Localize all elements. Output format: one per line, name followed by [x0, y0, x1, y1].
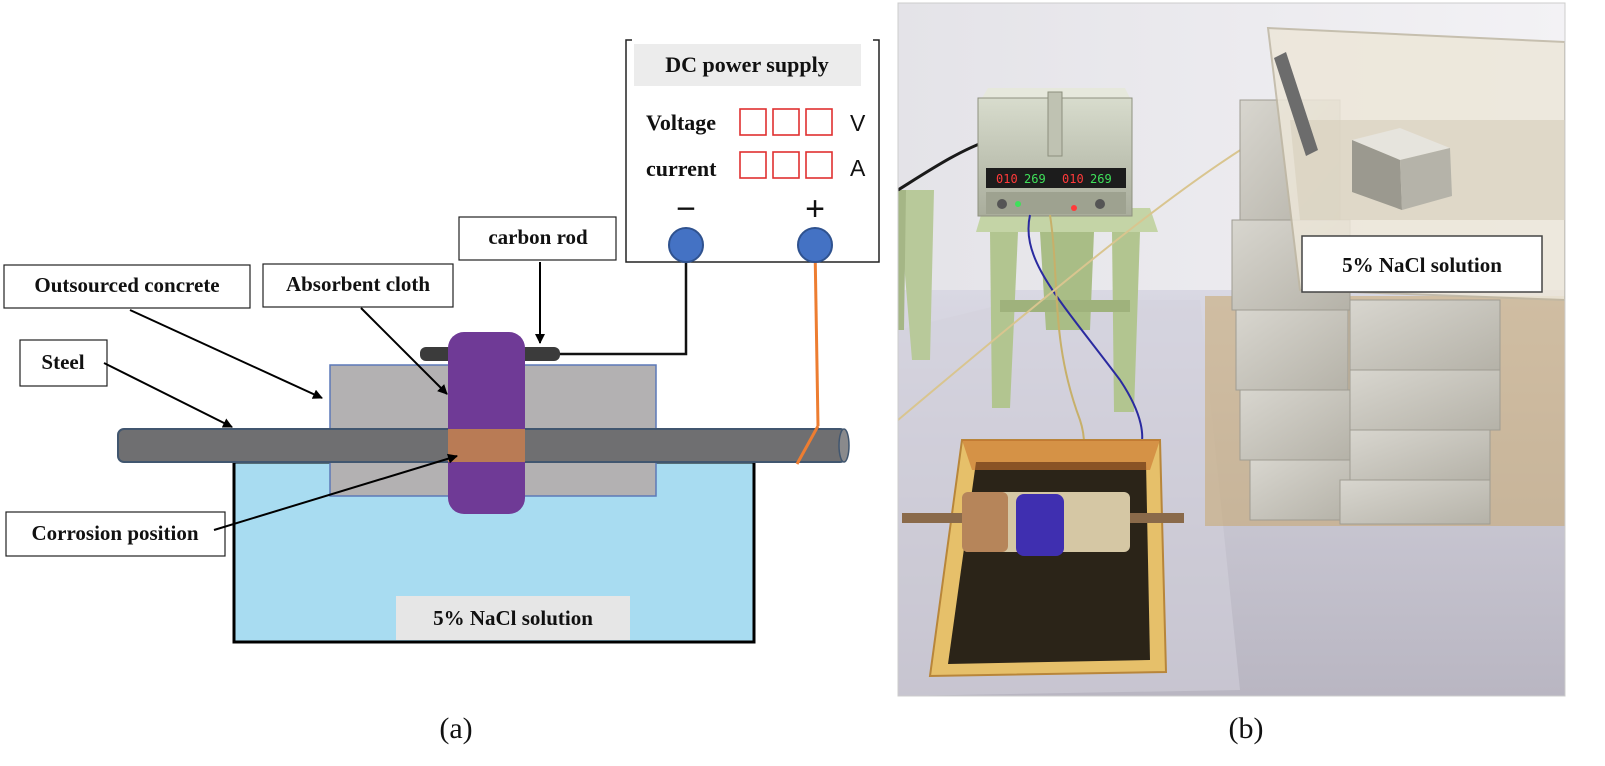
photo-frame: [897, 2, 1566, 697]
orange-tray: [902, 439, 1184, 678]
supply-led-red: [1071, 205, 1077, 211]
supply-knob-1: [997, 199, 1007, 209]
supply-control-panel: [986, 192, 1126, 214]
photo-solution-label: 5% NaCl solution: [1342, 253, 1502, 277]
voltage-digit-2: [772, 108, 800, 136]
steel-bar-end: [838, 428, 850, 463]
positive-wire: [813, 245, 820, 427]
steel-probe: [1274, 52, 1318, 156]
power-supply-title: DC power supply: [665, 52, 828, 77]
solution-label-box: [396, 596, 630, 640]
positive-symbol: +: [805, 190, 825, 228]
absorbent-cloth: [448, 332, 525, 514]
brick-3: [1235, 309, 1349, 391]
supply-reading-2: 269: [1024, 172, 1046, 186]
stool-leg-left: [990, 232, 1018, 408]
brick-4: [1349, 299, 1501, 371]
voltage-unit: V: [850, 110, 866, 136]
corrosion-band: [448, 429, 525, 462]
outsourced-concrete-arrow: [129, 309, 323, 399]
current-label: current: [646, 156, 717, 181]
outsourced-concrete-label: Outsourced concrete: [34, 273, 219, 297]
steel-label: Steel: [41, 350, 84, 374]
stool-leg-right: [1112, 232, 1140, 412]
carbon-rod-label: carbon rod: [488, 225, 588, 249]
supply-reading-3: 010: [1062, 172, 1084, 186]
voltage-digit-3: [805, 108, 833, 136]
brick-8: [1349, 429, 1491, 481]
negative-symbol: −: [676, 190, 696, 228]
brick-6: [1349, 369, 1501, 431]
caption-a: (a): [439, 712, 472, 745]
supply-reading-4: 269: [1090, 172, 1112, 186]
carbon-rod-label-box: [458, 216, 617, 261]
supply-led-green: [1015, 201, 1021, 207]
current-unit: A: [850, 155, 866, 181]
photo-solution-label-box: [1301, 235, 1543, 293]
negative-wire: [560, 246, 688, 356]
brick-5: [1239, 389, 1351, 461]
supply-handle: [1047, 91, 1063, 157]
current-digit-3: [805, 151, 833, 179]
corrosion-position-label: Corrosion position: [31, 521, 198, 545]
voltage-digit-1: [739, 108, 767, 136]
current-digit-2: [772, 151, 800, 179]
current-digit-1: [739, 151, 767, 179]
absorbent-cloth-label: Absorbent cloth: [286, 272, 430, 296]
outsourced-concrete-label-box: [3, 264, 251, 309]
steel-arrow: [103, 362, 233, 428]
supply-reading-1: 010: [996, 172, 1018, 186]
steel-label-box: [19, 339, 108, 387]
caption-b: (b): [1229, 712, 1264, 745]
positive-wire-wrap: [795, 425, 820, 465]
panel-b-photo: 010 269 010 269: [897, 2, 1566, 745]
left-stool-leg: [898, 190, 934, 360]
translucent-container: 5% NaCl solution: [1266, 26, 1565, 302]
concrete-cube-top: [1352, 128, 1450, 160]
solution-label: 5% NaCl solution: [433, 606, 593, 630]
corrosion-position-arrow: [213, 453, 458, 531]
power-supply-frame: [625, 39, 880, 263]
tray-rust: [962, 440, 1160, 470]
dc-power-supply: DC power supply Voltage V current A − +: [625, 39, 880, 263]
supply-display-panel: [986, 168, 1126, 188]
supply-knob-2: [1095, 199, 1105, 209]
absorbent-cloth-label-box: [262, 263, 454, 308]
panel-a-schematic: 5% NaCl solution DC power supply Voltage…: [3, 39, 880, 745]
brick-9: [1339, 479, 1491, 525]
concrete-cube-side: [1400, 148, 1452, 210]
concrete-cube-front: [1352, 140, 1402, 210]
photo-power-supply: 010 269 010 269: [977, 88, 1133, 217]
left-stool-leg-2: [898, 190, 906, 330]
photo-wire-1: [1027, 214, 1144, 461]
positive-terminal: [797, 227, 833, 263]
power-supply-title-box: [634, 44, 861, 86]
absorbent-cloth-arrow: [360, 307, 448, 395]
specimen-cloth: [1016, 494, 1064, 556]
negative-terminal: [668, 227, 704, 263]
stool-rail: [1000, 300, 1130, 312]
voltage-label: Voltage: [646, 110, 716, 135]
brick-7: [1249, 459, 1351, 521]
specimen-rust-left: [962, 492, 1008, 552]
corrosion-position-label-box: [5, 511, 226, 557]
